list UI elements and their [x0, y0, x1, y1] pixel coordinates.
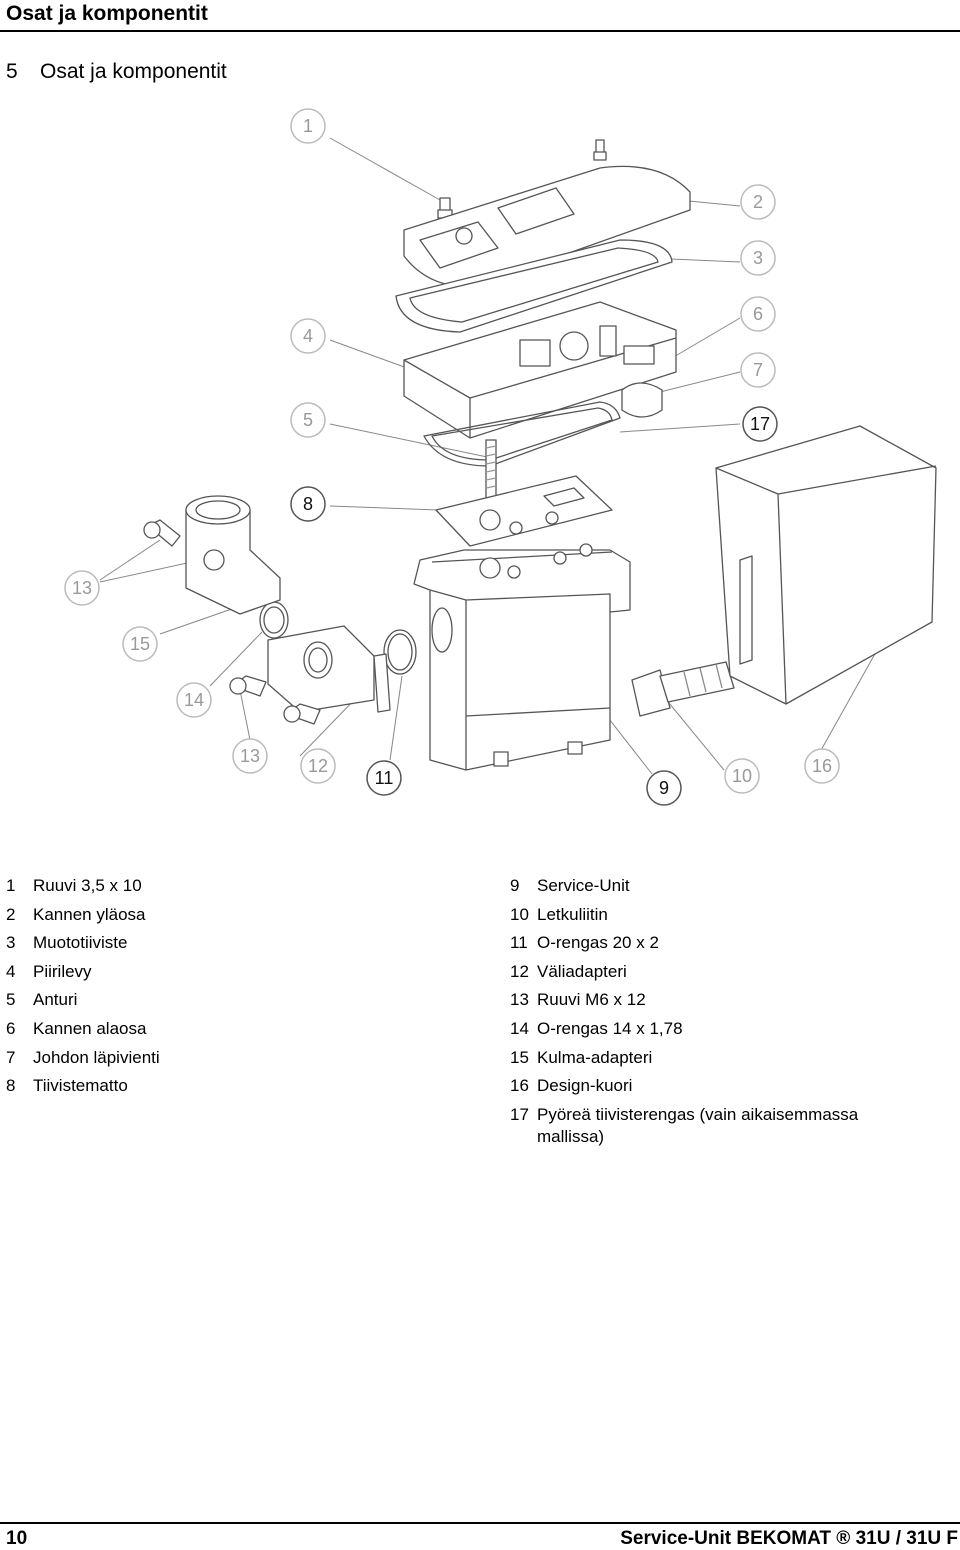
part-row: 6 Kannen alaosa [6, 1015, 160, 1044]
callout-11: 11 [366, 760, 402, 796]
svg-text:10: 10 [732, 766, 752, 786]
svg-text:16: 16 [812, 756, 832, 776]
part-name: Kannen yläosa [33, 904, 146, 924]
header-title: Osat ja komponentit [6, 2, 208, 25]
part-number: 15 [510, 1047, 529, 1067]
callout-2: 2 [740, 184, 776, 220]
part-row: 2 Kannen yläosa [6, 901, 160, 930]
callout-9: 9 [646, 770, 682, 806]
part-number: 6 [6, 1018, 16, 1038]
svg-text:14: 14 [184, 690, 204, 710]
footer-rule [0, 1522, 960, 1524]
callout-15: 15 [122, 626, 158, 662]
page-header: Osat ja komponentit [0, 0, 960, 32]
part-number: 10 [510, 904, 529, 924]
callout-7: 7 [740, 352, 776, 388]
exploded-view-diagram: 1 2 3 6 7 17 4 5 8 13 15 14 13 12 11 9 1… [64, 108, 937, 806]
part-number: 2 [6, 904, 16, 924]
svg-text:9: 9 [659, 778, 669, 798]
part-row: 1 Ruuvi 3,5 x 10 [6, 872, 160, 901]
callout-10: 10 [724, 758, 760, 794]
svg-text:3: 3 [753, 248, 763, 268]
part-name: Johdon läpivienti [33, 1047, 160, 1067]
part-number: 9 [510, 876, 520, 895]
part-name: Kannen alaosa [33, 1018, 147, 1038]
part-name: Letkuliitin [537, 904, 608, 924]
document-title: Service-Unit BEKOMAT ® 31U / 31U F [620, 1528, 958, 1549]
svg-text:5: 5 [303, 410, 313, 430]
svg-text:17: 17 [750, 414, 770, 434]
part-number: 11 [510, 933, 528, 953]
svg-text:15: 15 [130, 634, 150, 654]
callout-17: 17 [742, 406, 778, 442]
page-number: 10 [6, 1528, 28, 1549]
part-name: Väliadapteri [537, 961, 627, 981]
part-row: 8 Tiivistematto [6, 1072, 160, 1101]
part-name: Pyöreä tiivisterengas (vain aikaisemmass… [537, 1104, 859, 1146]
part-row: 17 Pyöreä tiivisterengas (vain aikaisemma… [510, 1101, 930, 1148]
part-row: 12 Väliadapteri [510, 958, 930, 987]
part-number: 1 [6, 876, 16, 895]
part-number: 13 [510, 990, 529, 1010]
part-row: 10 Letkuliitin [510, 901, 930, 930]
svg-text:1: 1 [303, 116, 313, 136]
part-row: 11 O-rengas 20 x 2 [510, 929, 930, 958]
svg-text:13: 13 [240, 746, 260, 766]
part-number: 4 [6, 961, 16, 981]
part-name: Muototiiviste [33, 933, 128, 953]
part-number: 3 [6, 933, 16, 953]
section-title: Osat ja komponentit [40, 60, 227, 83]
part-number: 8 [6, 1076, 16, 1096]
part-number: 17 [510, 1104, 529, 1124]
callout-6: 6 [740, 296, 776, 332]
part-name: O-rengas 20 x 2 [537, 933, 659, 953]
part-row: 16 Design-kuori [510, 1072, 930, 1101]
part-number: 7 [6, 1047, 16, 1067]
part-row: 14 O-rengas 14 x 1,78 [510, 1015, 930, 1044]
callout-8: 8 [290, 486, 326, 522]
part-row: 4 Piirilevy [6, 958, 160, 987]
part-row: 3 Muototiiviste [6, 929, 160, 958]
svg-text:4: 4 [303, 326, 313, 346]
section-number: 5 [6, 60, 18, 83]
part-name: Ruuvi 3,5 x 10 [33, 876, 142, 895]
part-number: 14 [510, 1018, 529, 1038]
part-name: O-rengas 14 x 1,78 [537, 1018, 683, 1038]
callout-13-lower: 13 [232, 738, 268, 774]
part-number: 16 [510, 1076, 529, 1096]
svg-text:7: 7 [753, 360, 763, 380]
part-number: 12 [510, 961, 529, 981]
part-name: Ruuvi M6 x 12 [537, 990, 646, 1010]
part-name: Kulma-adapteri [537, 1047, 653, 1067]
callout-16: 16 [804, 748, 840, 784]
svg-text:12: 12 [308, 756, 328, 776]
parts-list-right: 9 Service-Unit 10 Letkuliitin 11 O-rengas 2… [510, 872, 930, 1148]
part-row: 5 Anturi [6, 986, 160, 1015]
part-name: Anturi [33, 990, 78, 1010]
svg-text:8: 8 [303, 494, 313, 514]
part-name: Tiivistematto [33, 1076, 128, 1096]
callout-12: 12 [300, 748, 336, 784]
callout-3: 3 [740, 240, 776, 276]
callout-1: 1 [290, 108, 326, 144]
part-number: 5 [6, 990, 16, 1010]
svg-text:11: 11 [375, 768, 394, 788]
part-row: 9 Service-Unit [510, 872, 930, 901]
section-heading: 5 Osat ja komponentit [6, 60, 227, 84]
parts-list-left: 1 Ruuvi 3,5 x 10 2 Kannen yläosa 3 Muototii… [6, 872, 160, 1101]
part-name: Design-kuori [537, 1076, 633, 1096]
svg-text:2: 2 [753, 192, 763, 212]
callout-4: 4 [290, 318, 326, 354]
part-name: Piirilevy [33, 961, 92, 981]
part-row: 15 Kulma-adapteri [510, 1044, 930, 1073]
svg-text:6: 6 [753, 304, 763, 324]
callout-14: 14 [176, 682, 212, 718]
part-row: 7 Johdon läpivienti [6, 1044, 160, 1073]
svg-text:13: 13 [72, 578, 92, 598]
part-name: Service-Unit [537, 876, 630, 895]
callout-5: 5 [290, 402, 326, 438]
part-row: 13 Ruuvi M6 x 12 [510, 986, 930, 1015]
callout-13-upper: 13 [64, 570, 100, 606]
